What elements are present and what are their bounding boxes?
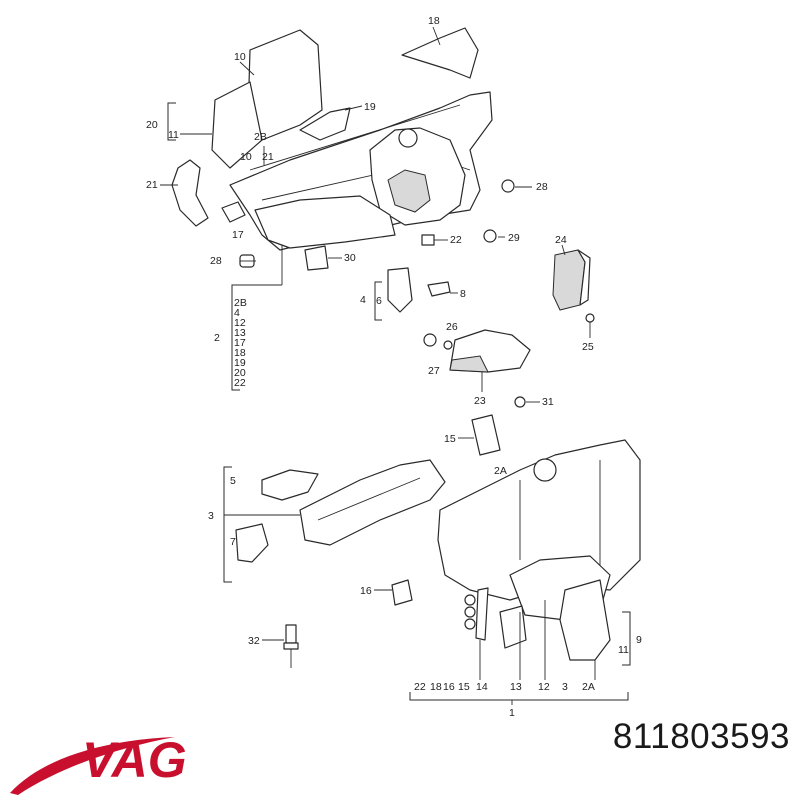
label-21: 21	[146, 179, 158, 191]
label-6: 6	[376, 295, 382, 307]
label-2B: 2B	[254, 131, 267, 143]
label-20: 20	[146, 119, 158, 131]
group-2-parts-list: 2B 4 12 13 17 18 19 20 22	[234, 297, 247, 389]
label-3: 3	[208, 510, 214, 522]
bottom-label: 15	[458, 681, 470, 693]
label-28-left: 28	[210, 255, 222, 267]
leader-lines	[160, 26, 631, 705]
label-15: 15	[444, 433, 456, 445]
group2-item: 22	[234, 377, 246, 389]
bottom-label: 2A	[582, 681, 595, 693]
label-8: 8	[460, 288, 466, 300]
bottom-row-labels: 22 18 16 15 14 13 12 3 2A	[414, 681, 595, 693]
bottom-label: 16	[443, 681, 455, 693]
label-18: 18	[428, 15, 440, 27]
label-16: 16	[360, 585, 372, 597]
label-23: 23	[474, 395, 486, 407]
group2-item: 20	[234, 367, 246, 379]
label-10: 10	[234, 51, 246, 63]
logo-swoosh	[10, 737, 175, 795]
middle-parts	[387, 249, 595, 408]
group2-item: 12	[234, 317, 246, 329]
label-19: 19	[364, 101, 376, 113]
group2-item: 4	[234, 307, 240, 319]
group2-item: 17	[234, 337, 246, 349]
front-bulkhead-assembly	[171, 27, 515, 271]
label-28-top: 28	[536, 181, 548, 193]
label-9: 9	[636, 634, 642, 646]
label-32: 32	[248, 635, 260, 647]
part-number: 811803593	[612, 717, 790, 756]
vag-logo: VAG	[10, 732, 187, 795]
label-10-small: 10	[240, 151, 252, 163]
group2-item: 13	[234, 327, 246, 339]
label-7: 7	[230, 536, 236, 548]
callout-labels: 18 10 19 20 11 2B 10 21 21 28 17 28 30 2…	[146, 15, 642, 719]
bottom-label: 13	[510, 681, 522, 693]
label-25: 25	[582, 341, 594, 353]
logo-wordmark: VAG	[82, 732, 187, 788]
lower-side-member-assembly	[235, 414, 641, 668]
label-2: 2	[214, 332, 220, 344]
label-11: 11	[168, 129, 179, 141]
bottom-label: 12	[538, 681, 550, 693]
group2-item: 2B	[234, 297, 247, 309]
label-27: 27	[428, 365, 440, 377]
label-26: 26	[446, 321, 458, 333]
label-22: 22	[450, 234, 462, 246]
label-29: 29	[508, 232, 520, 244]
bottom-label: 22	[414, 681, 426, 693]
label-30: 30	[344, 252, 356, 264]
bottom-label: 14	[476, 681, 488, 693]
label-1: 1	[509, 707, 515, 719]
label-11-right: 11	[618, 644, 629, 656]
label-4: 4	[360, 294, 366, 306]
bottom-label: 18	[430, 681, 442, 693]
bottom-label: 3	[562, 681, 568, 693]
label-24: 24	[555, 234, 567, 246]
label-5: 5	[230, 475, 236, 487]
label-31: 31	[542, 396, 554, 408]
group2-item: 19	[234, 357, 246, 369]
label-21-small: 21	[262, 151, 274, 163]
label-17: 17	[232, 229, 244, 241]
group2-item: 18	[234, 347, 246, 359]
label-2A: 2A	[494, 465, 507, 477]
